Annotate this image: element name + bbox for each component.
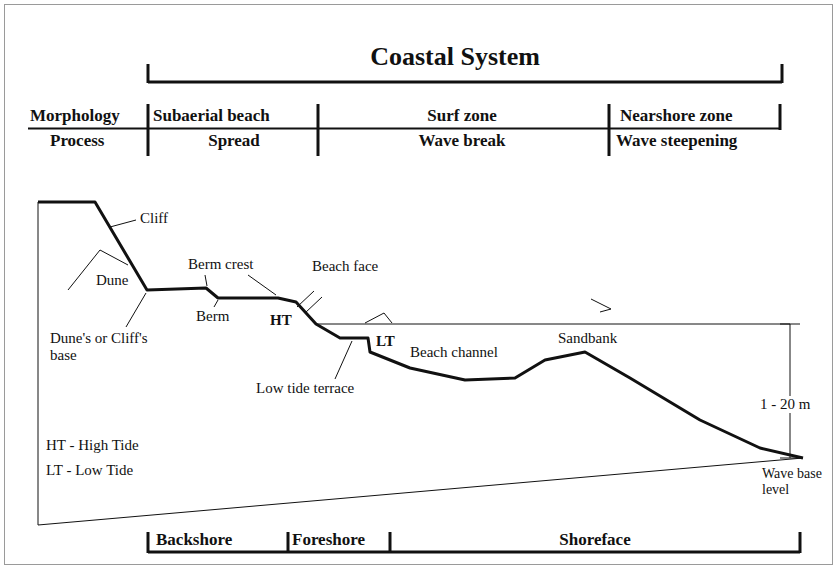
feature-label: Dune's or Cliff's base <box>50 330 172 365</box>
feature-label: Berm <box>196 308 229 325</box>
legend-note: HT - High Tide <box>46 437 139 454</box>
zone-footer: Shoreface <box>559 530 630 550</box>
process-header: Wave break <box>418 131 505 151</box>
feature-label: Beach channel <box>410 344 498 361</box>
dimension-label: 1 - 20 m <box>758 396 812 413</box>
process-header: Process <box>50 131 104 151</box>
zone-header: Subaerial beach <box>153 106 270 126</box>
feature-label: Cliff <box>140 210 168 227</box>
feature-label: Dune <box>96 272 129 289</box>
tide-mark: HT <box>270 312 292 329</box>
feature-label: Sandbank <box>558 330 617 347</box>
feature-label: Beach face <box>312 258 378 275</box>
diagram-title: Coastal System <box>370 42 540 72</box>
zone-header: Nearshore zone <box>620 106 733 126</box>
feature-label: Low tide terrace <box>256 380 354 397</box>
legend-note: LT - Low Tide <box>46 462 133 479</box>
feature-label: Wave base level <box>762 466 832 498</box>
process-header: Wave steepening <box>616 131 737 151</box>
zone-footer: Foreshore <box>292 530 365 550</box>
zone-header: Morphology <box>30 106 120 126</box>
zone-header: Surf zone <box>427 106 496 126</box>
tide-mark: LT <box>376 333 395 350</box>
process-header: Spread <box>208 131 260 151</box>
zone-footer: Backshore <box>156 530 232 550</box>
feature-label: Berm crest <box>188 256 253 273</box>
